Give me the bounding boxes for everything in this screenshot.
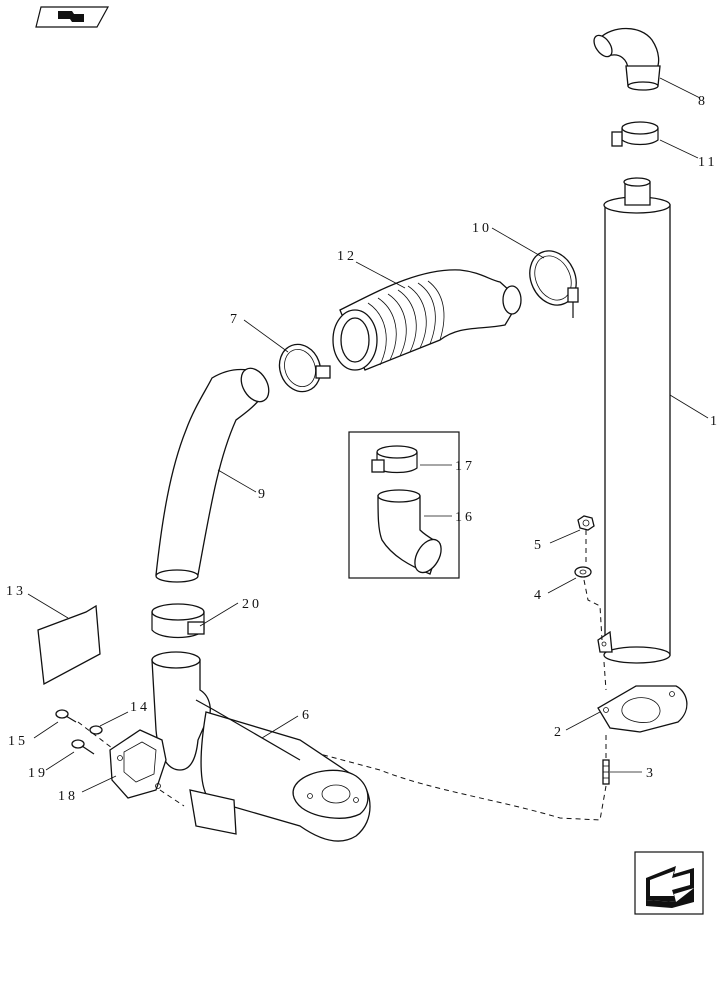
detail-box xyxy=(348,431,460,579)
decal-part-13 xyxy=(37,604,101,686)
view-nav-icon[interactable] xyxy=(35,6,110,28)
callout-4: 4 xyxy=(534,588,544,603)
stud-part-3 xyxy=(602,759,610,785)
bolt-part-19 xyxy=(71,739,95,755)
washer-part-4 xyxy=(574,566,592,578)
callout-1: 1 xyxy=(710,414,720,429)
callout-17: 17 xyxy=(455,459,475,474)
callout-18: 18 xyxy=(58,789,78,804)
callout-9: 9 xyxy=(258,487,268,502)
bent-pipe-part-9 xyxy=(155,367,270,583)
clamp-part-11 xyxy=(611,121,659,147)
flex-hose-part-12 xyxy=(332,269,522,371)
callout-19: 19 xyxy=(28,766,48,781)
clamp-part-10 xyxy=(529,250,579,318)
callout-7: 7 xyxy=(230,312,240,327)
washer-part-14 xyxy=(89,725,103,735)
elbow-part-8 xyxy=(593,27,661,91)
nut-part-5 xyxy=(577,515,595,531)
callout-12: 12 xyxy=(337,249,357,264)
gasket-part-2 xyxy=(597,685,688,733)
callout-14: 14 xyxy=(130,700,150,715)
muffler-part-1 xyxy=(597,177,671,664)
bracket-part-18 xyxy=(109,729,167,799)
callout-5: 5 xyxy=(534,538,544,553)
manifold-part-6 xyxy=(151,651,371,842)
next-page-arrow-icon[interactable] xyxy=(634,851,704,915)
callout-20: 20 xyxy=(242,597,262,612)
callout-10: 10 xyxy=(472,221,492,236)
callout-11: 11 xyxy=(698,155,717,170)
callout-15: 15 xyxy=(8,734,28,749)
callout-16: 16 xyxy=(455,510,475,525)
callout-2: 2 xyxy=(554,725,564,740)
clamp-part-17 xyxy=(371,445,418,474)
callout-8: 8 xyxy=(698,94,708,109)
clamp-part-20 xyxy=(151,603,205,639)
elbow-part-16 xyxy=(377,489,442,575)
callout-3: 3 xyxy=(646,766,656,781)
callout-13: 13 xyxy=(6,584,26,599)
bolt-part-15 xyxy=(55,709,77,723)
callout-6: 6 xyxy=(302,708,312,723)
clamp-part-7 xyxy=(278,343,331,393)
